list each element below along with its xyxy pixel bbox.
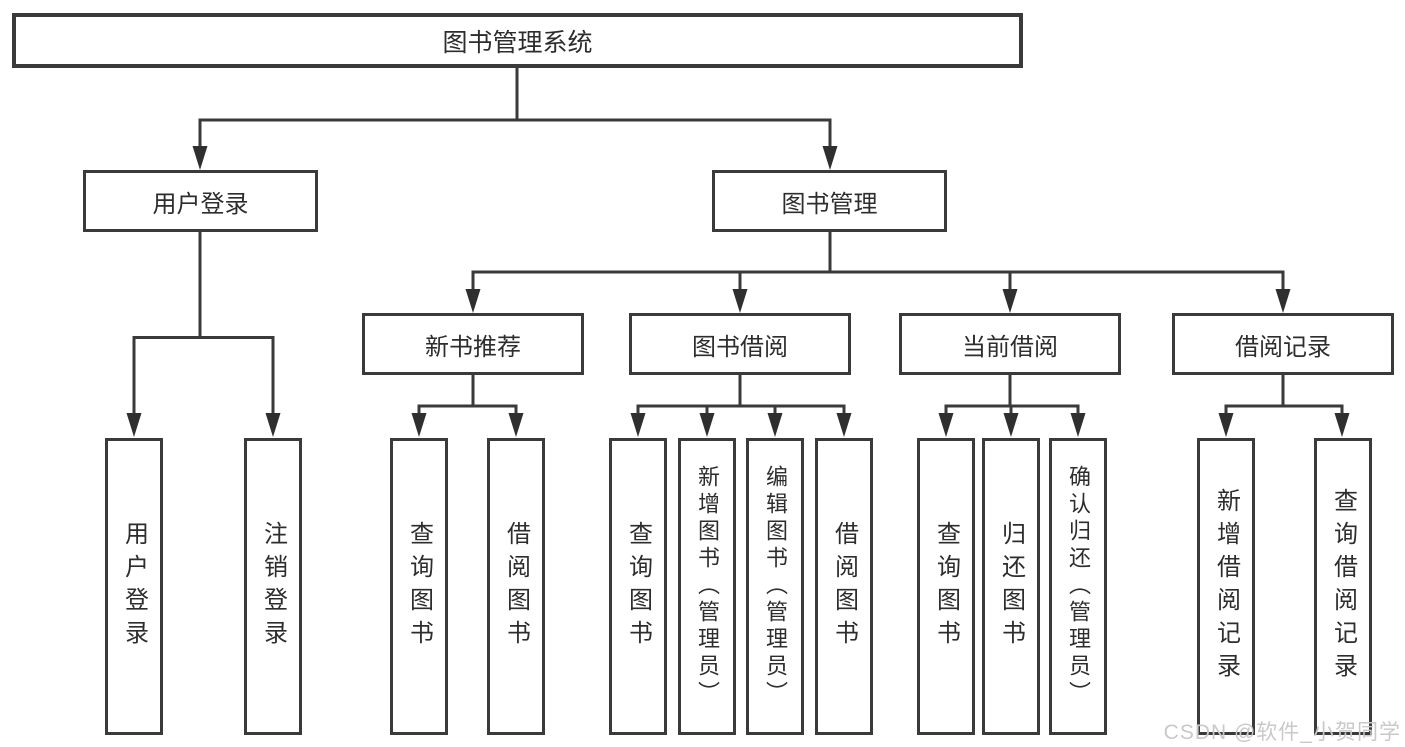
arrowhead [699, 413, 715, 437]
node-library-system: 图书管理系统 [12, 13, 1023, 68]
leaf-add-books-admin: 新增图书（管理员） [678, 438, 736, 735]
leaf-user-login: 用户登录 [105, 438, 163, 735]
arrowhead [822, 146, 838, 170]
arrowhead [508, 413, 524, 437]
arrowhead [1003, 413, 1019, 437]
arrowhead [126, 413, 142, 437]
arrowhead [1002, 289, 1018, 313]
node-user-login: 用户登录 [83, 170, 318, 232]
arrowhead [1334, 413, 1350, 437]
arrowhead [732, 289, 748, 313]
arrowhead [265, 413, 281, 437]
arrowhead [630, 413, 646, 437]
leaf-confirm-return-admin: 确认归还（管理员） [1049, 438, 1107, 735]
leaf-return-books: 归还图书 [982, 438, 1040, 735]
leaf-add-borrow-record: 新增借阅记录 [1197, 438, 1255, 735]
arrowhead [192, 146, 208, 170]
arrowhead [1275, 289, 1291, 313]
leaf-borrow-books-recommend: 借阅图书 [487, 438, 545, 735]
leaf-borrow-books-borrowing: 借阅图书 [815, 438, 873, 735]
node-new-book-recommend: 新书推荐 [362, 313, 584, 375]
leaf-query-books-borrowing: 查询图书 [609, 438, 667, 735]
arrowhead [938, 413, 954, 437]
leaf-edit-books-admin: 编辑图书（管理员） [746, 438, 804, 735]
node-book-management: 图书管理 [712, 170, 947, 232]
arrowhead [767, 413, 783, 437]
leaf-query-books-recommend: 查询图书 [390, 438, 448, 735]
leaf-logout: 注销登录 [244, 438, 302, 735]
node-book-borrowing: 图书借阅 [629, 313, 851, 375]
node-borrowing-records: 借阅记录 [1172, 313, 1394, 375]
leaf-query-borrow-record: 查询借阅记录 [1314, 438, 1372, 735]
arrowhead [1070, 413, 1086, 437]
leaf-query-books-current: 查询图书 [917, 438, 975, 735]
arrowhead [411, 413, 427, 437]
arrowhead [1218, 413, 1234, 437]
node-current-borrowing: 当前借阅 [899, 313, 1121, 375]
arrowhead [836, 413, 852, 437]
arrowhead [465, 289, 481, 313]
